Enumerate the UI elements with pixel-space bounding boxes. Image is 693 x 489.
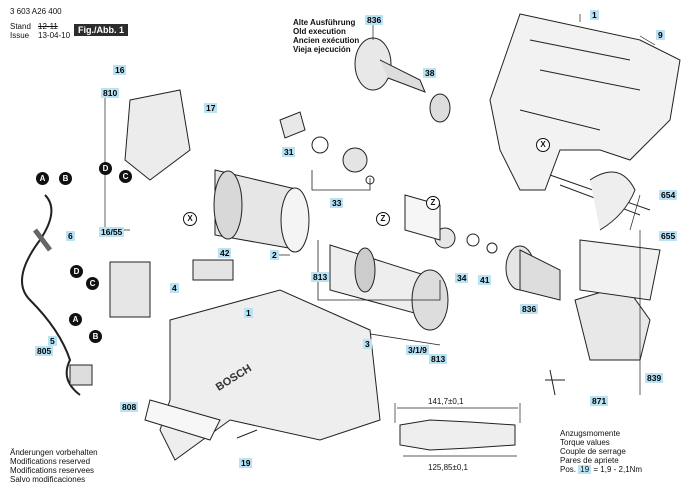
- part-label-836-top: 836: [365, 15, 384, 25]
- torque-pos-value: = 1,9 - 2,1Nm: [593, 465, 643, 474]
- version-note-line: Vieja ejecución: [293, 45, 351, 54]
- version-note: Alte Ausführung Old execution Ancien exé…: [293, 18, 359, 54]
- torque-pos-line: Pos. 19 = 1,9 - 2,1Nm: [560, 465, 642, 474]
- marker-x-right: X: [536, 138, 550, 152]
- part-label-3: 3: [363, 339, 372, 349]
- part-label-19: 19: [239, 458, 253, 468]
- footer-line: Modifications reserved: [10, 457, 91, 466]
- part-label-808: 808: [120, 402, 139, 412]
- part-label-34: 34: [455, 273, 469, 283]
- marker-x-left: X: [183, 212, 197, 226]
- part-label-839: 839: [645, 373, 664, 383]
- dimension-top: 141,7±0,1: [428, 397, 464, 406]
- stand-value: 12-11: [38, 22, 58, 31]
- marker-c: C: [119, 170, 132, 183]
- marker-b-switch: B: [89, 330, 102, 343]
- part-label-9: 9: [656, 30, 665, 40]
- part-label-17: 17: [204, 103, 218, 113]
- part-label-1-top: 1: [590, 10, 599, 20]
- part-label-810: 810: [101, 88, 120, 98]
- part-label-16-55: 16/55: [99, 227, 125, 237]
- torque-note: Anzugsmomente Torque values Couple de se…: [560, 429, 642, 474]
- part-label-813-right: 813: [429, 354, 448, 364]
- footer-line: Salvo modificaciones: [10, 475, 86, 484]
- torque-line: Pares de apriete: [560, 456, 619, 465]
- version-note-line: Old execution: [293, 27, 346, 36]
- part-label-41: 41: [478, 275, 492, 285]
- marker-a: A: [36, 172, 49, 185]
- marker-d: D: [99, 162, 112, 175]
- dimension-bottom: 125,85±0,1: [428, 463, 468, 472]
- version-note-line: Ancien exécution: [293, 36, 360, 45]
- part-label-33: 33: [330, 198, 344, 208]
- part-label-1-bottom: 1: [244, 308, 253, 318]
- part-label-42: 42: [218, 248, 232, 258]
- torque-line: Couple de serrage: [560, 447, 626, 456]
- marker-a-switch: A: [69, 313, 82, 326]
- part-label-6: 6: [66, 231, 75, 241]
- part-label-5: 5: [48, 336, 57, 346]
- stand-label: Stand: [10, 22, 31, 31]
- issue-label: Issue: [10, 31, 30, 40]
- issue-value: 13-04-10: [38, 31, 71, 40]
- part-label-2: 2: [270, 250, 279, 260]
- marker-c-switch: C: [86, 277, 99, 290]
- part-label-31: 31: [282, 147, 296, 157]
- part-label-38: 38: [423, 68, 437, 78]
- torque-pos-prefix: Pos.: [560, 465, 577, 474]
- torque-pos-number: 19: [578, 465, 592, 474]
- torque-line: Anzugsmomente: [560, 429, 621, 438]
- marker-z-right: Z: [426, 196, 440, 210]
- footer-line: Änderungen vorbehalten: [10, 448, 98, 457]
- figure-label: Fig./Abb. 1: [74, 24, 128, 36]
- part-label-813-left: 813: [311, 272, 330, 282]
- part-label-655: 655: [659, 231, 678, 241]
- marker-d-switch: D: [70, 265, 83, 278]
- part-label-805: 805: [35, 346, 54, 356]
- part-number: 3 603 A26 400: [10, 7, 62, 16]
- footer-line: Modifications reservees: [10, 466, 95, 475]
- marker-b: B: [59, 172, 72, 185]
- part-label-871: 871: [590, 396, 609, 406]
- version-note-line: Alte Ausführung: [293, 18, 356, 27]
- part-label-16: 16: [113, 65, 127, 75]
- part-label-4: 4: [170, 283, 179, 293]
- part-label-654: 654: [659, 190, 678, 200]
- marker-z-left: Z: [376, 212, 390, 226]
- torque-line: Torque values: [560, 438, 610, 447]
- footer-note: Änderungen vorbehalten Modifications res…: [10, 448, 98, 484]
- part-label-836-bottom: 836: [520, 304, 539, 314]
- part-label-3-1-9: 3/1/9: [406, 345, 429, 355]
